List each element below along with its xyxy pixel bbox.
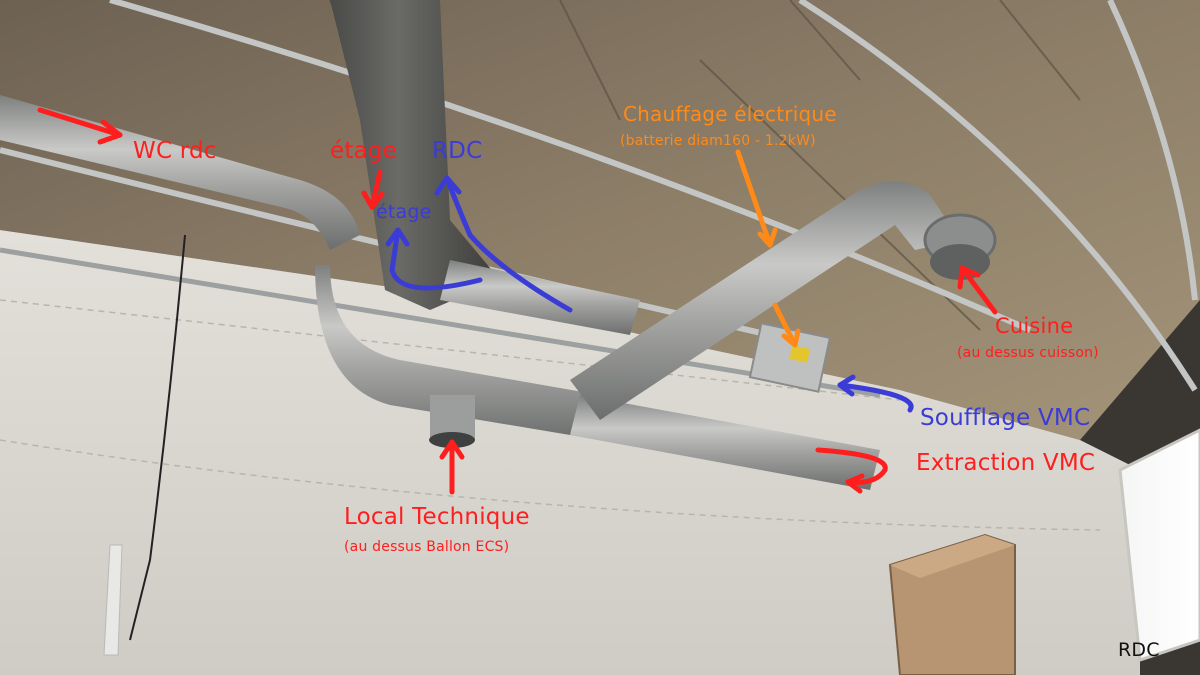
label-extraction: Extraction VMC	[916, 450, 1096, 476]
supply-duct	[440, 260, 640, 335]
orange-arrows	[735, 149, 801, 348]
wall	[0, 230, 1140, 675]
label-chauffage-sub: (batterie diam160 - 1.2kW)	[620, 133, 816, 149]
hanging-cable	[129, 234, 186, 641]
label-etage-red: étage	[330, 138, 398, 164]
wall-panel-seams	[0, 299, 1101, 531]
kitchen-duct	[570, 181, 960, 420]
label-cuisine-title: Cuisine	[995, 314, 1074, 338]
wc-rdc-duct	[0, 95, 360, 250]
vertical-main-duct	[330, 0, 500, 310]
blue-arrows	[385, 175, 914, 413]
label-local-sub: (au dessus Ballon ECS)	[344, 539, 510, 555]
label-cuisine-sub: (au dessus cuisson)	[957, 345, 1099, 361]
label-soufflage: Soufflage VMC	[920, 405, 1091, 431]
label-wc-rdc: WC rdc	[133, 138, 217, 164]
red-arrows	[37, 107, 998, 495]
label-rdc-blue: RDC	[432, 138, 483, 164]
extraction-duct	[570, 395, 880, 490]
label-corner-rdc: RDC	[1118, 639, 1160, 661]
label-local-title: Local Technique	[344, 504, 530, 530]
wall-rail	[0, 247, 881, 398]
u-bend-duct	[315, 265, 600, 440]
label-chauffage-title: Chauffage électrique	[623, 102, 837, 126]
window	[1118, 428, 1200, 663]
cable-guard	[103, 544, 123, 656]
cardboard-box-top	[890, 535, 1015, 578]
heater-label	[789, 345, 811, 363]
ceiling	[0, 0, 1200, 440]
label-etage-blue: étage	[376, 201, 432, 223]
